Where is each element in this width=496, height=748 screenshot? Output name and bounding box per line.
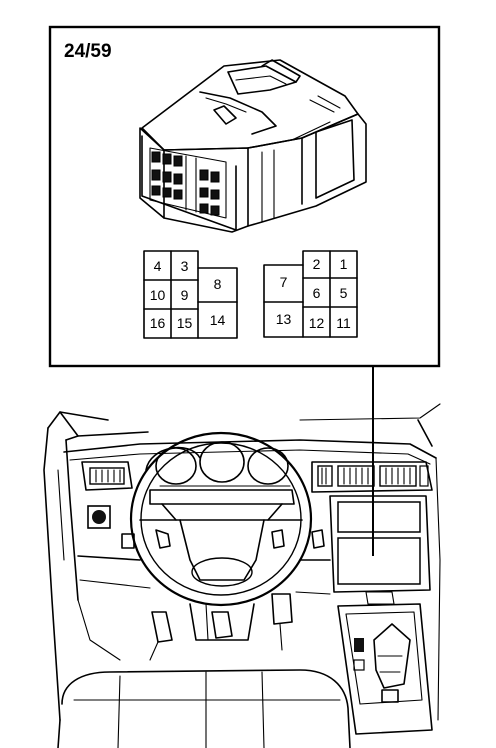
dashboard-drawing	[43, 403, 441, 748]
light-switch-knob	[87, 505, 111, 529]
pin-label: 9	[181, 287, 189, 303]
connector-id-label: 24/59	[64, 41, 112, 62]
gear-shift-console	[337, 603, 433, 735]
pin-label: 16	[150, 315, 166, 331]
center-console	[329, 495, 431, 605]
pin-block-left: 4 3 8 10 9 16 15 14	[143, 250, 238, 339]
left-air-vent	[81, 461, 133, 491]
connector-housing-drawing	[139, 59, 367, 233]
center-air-vents	[311, 461, 433, 493]
pin-label: 14	[210, 312, 226, 328]
pin-label: 10	[150, 287, 166, 303]
pin-label: 5	[340, 285, 348, 301]
connector-callout-box: 24/59	[48, 25, 441, 368]
steering-wheel	[129, 431, 313, 607]
pin-label: 4	[154, 258, 162, 274]
pin-label: 6	[313, 285, 321, 301]
pin-label: 2	[313, 256, 321, 272]
pin-label: 8	[214, 276, 222, 292]
pin-label: 12	[309, 315, 325, 331]
pin-label: 3	[181, 258, 189, 274]
pin-label: 15	[177, 315, 193, 331]
pedals	[149, 593, 293, 661]
pin-label: 13	[276, 311, 292, 327]
pin-label: 7	[280, 274, 288, 290]
instrument-cluster	[145, 441, 291, 487]
front-seats	[57, 669, 351, 748]
pin-label: 11	[336, 315, 351, 331]
pin-label: 1	[340, 256, 348, 272]
pin-block-right: 2 1 7 6 5 13 12 11	[263, 250, 358, 338]
